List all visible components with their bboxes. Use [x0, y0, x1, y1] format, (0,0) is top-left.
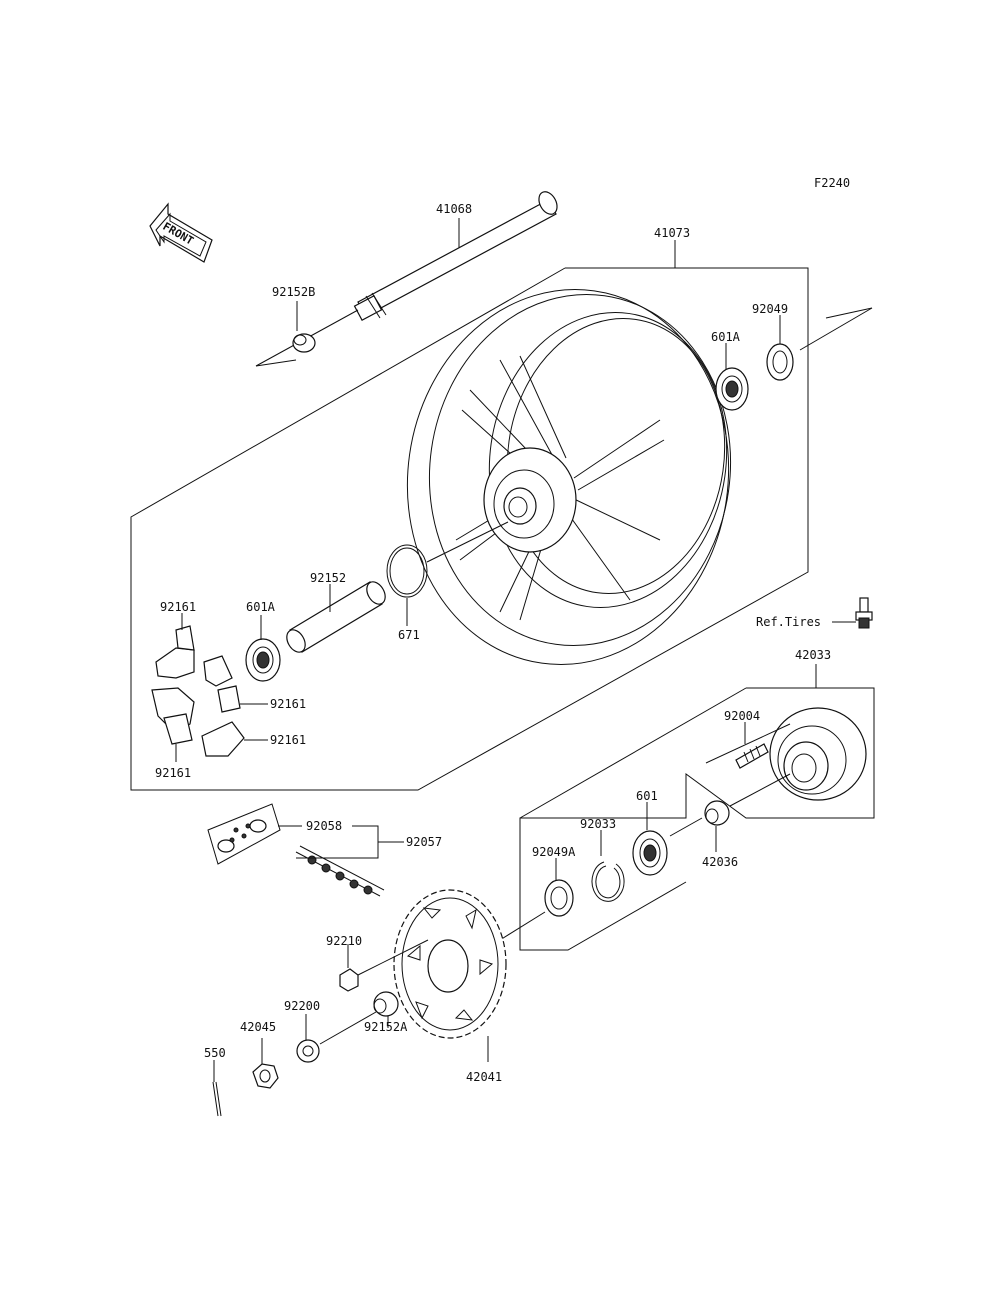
coupling-42033	[769, 707, 867, 801]
bearing-601	[632, 830, 668, 876]
label-92152: 92152	[310, 571, 346, 585]
seal-92049A	[544, 879, 574, 917]
label-42033: 42033	[795, 648, 831, 662]
axle-41068	[353, 191, 558, 322]
label-92058: 92058	[306, 819, 342, 833]
label-92210: 92210	[326, 934, 362, 948]
ref-tires-label: Ref.Tires	[756, 615, 821, 629]
label-92161-a: 92161	[160, 600, 196, 614]
collar-92152	[286, 581, 386, 653]
nut-92210	[339, 968, 359, 992]
label-92161-c: 92161	[270, 733, 306, 747]
collar-92152B	[292, 333, 316, 353]
label-41073: 41073	[654, 226, 690, 240]
label-550: 550	[204, 1046, 226, 1060]
o-ring-671	[386, 544, 428, 598]
label-92049A: 92049A	[532, 845, 576, 859]
label-92057: 92057	[406, 835, 442, 849]
sprocket-42041	[393, 889, 507, 1039]
circlip-92033	[591, 861, 625, 902]
label-92161-b: 92161	[270, 697, 306, 711]
castle-nut-42045	[252, 1063, 279, 1089]
figure-code: F2240	[814, 176, 850, 190]
wheel-41073	[406, 289, 732, 665]
stud-92004	[735, 743, 769, 769]
label-601: 601	[636, 789, 658, 803]
label-42036: 42036	[702, 855, 738, 869]
label-92161-d: 92161	[155, 766, 191, 780]
chain-joint-92058	[217, 819, 267, 853]
seal-92049	[766, 343, 794, 381]
label-671: 671	[398, 628, 420, 642]
label-92152B: 92152B	[272, 285, 315, 299]
label-92152A: 92152A	[364, 1020, 408, 1034]
chain-joint-box	[207, 803, 281, 865]
label-601A-mid: 601A	[246, 600, 276, 614]
drive-chain-92057	[295, 845, 385, 897]
sprocket-hub-outline	[519, 687, 875, 951]
label-601A-top: 601A	[711, 330, 741, 344]
label-42045: 42045	[240, 1020, 276, 1034]
collar-42036	[704, 800, 730, 826]
bearing-601A-top	[715, 367, 749, 411]
label-92049: 92049	[752, 302, 788, 316]
label-92200: 92200	[284, 999, 320, 1013]
front-arrow-icon: FRONT	[149, 202, 213, 263]
valve-icon	[855, 597, 873, 629]
label-92004: 92004	[724, 709, 760, 723]
cotter-pin-550	[212, 1081, 222, 1117]
damper-rubber-92161	[151, 625, 245, 757]
label-41068: 41068	[436, 202, 472, 216]
washer-92200	[296, 1039, 320, 1063]
bearing-601A-mid	[245, 638, 281, 682]
label-42041: 42041	[466, 1070, 502, 1084]
axis-line-right	[799, 307, 873, 351]
axis-line-hub	[426, 521, 509, 563]
collar-92152A	[373, 991, 399, 1017]
label-92033: 92033	[580, 817, 616, 831]
wheel-assembly-outline	[130, 267, 809, 791]
